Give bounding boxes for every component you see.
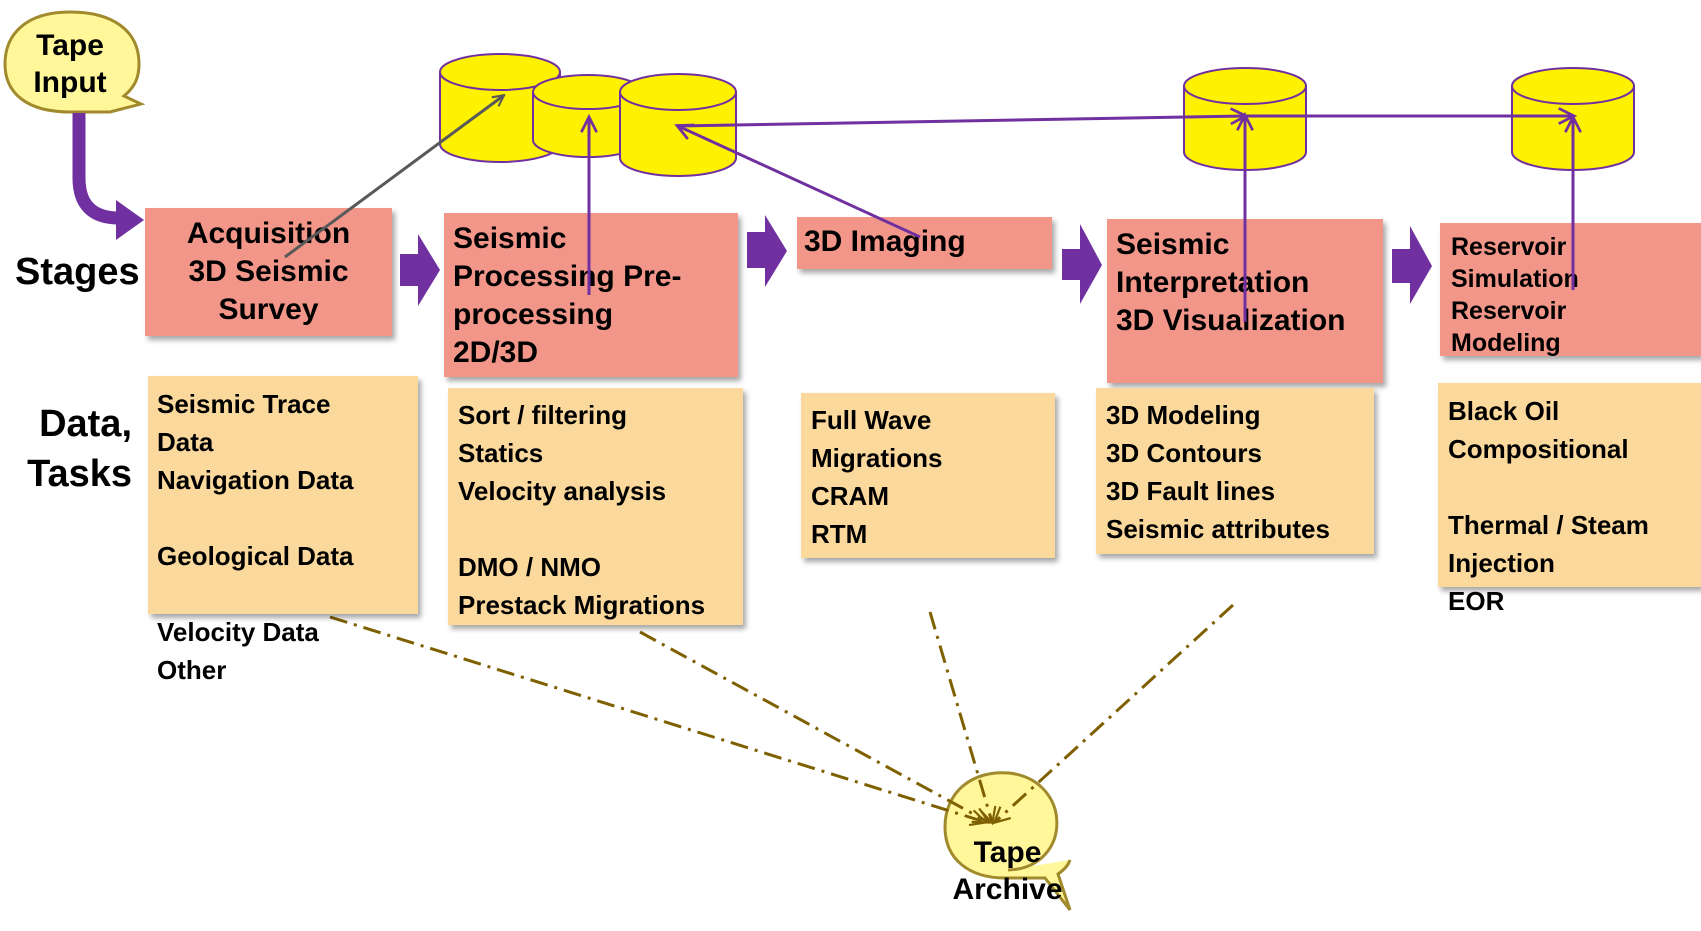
task-box-processing: Sort / filtering Statics Velocity analys… (448, 388, 743, 625)
stage-box-reservoir: Reservoir Simulation Reservoir Modeling (1440, 223, 1701, 357)
database-cylinder-5 (1511, 67, 1635, 171)
flow-arrow-4 (1392, 226, 1432, 304)
task-box-acquisition (148, 376, 418, 614)
archive-link-processing (639, 630, 992, 824)
stage-box-interpretation: Seismic Interpretation 3D Visualization (1107, 219, 1383, 383)
task-list-acquisition: Seismic Trace Data Navigation Data Geolo… (157, 389, 354, 685)
task-list-imaging: Full Wave Migrations CRAM RTM (811, 405, 943, 549)
stages-row-label: Stages (15, 251, 140, 293)
task-list-interpretation: 3D Modeling 3D Contours 3D Fault lines S… (1106, 400, 1330, 544)
database-cylinders (439, 53, 1635, 177)
stage-label-acquisition: Acquisition 3D Seismic Survey (186, 217, 351, 326)
task-list-reservoir: Black Oil Compositional Thermal / Steam … (1448, 396, 1649, 616)
tape-input-bubble (3, 10, 146, 114)
archive-link-acquisition (329, 615, 989, 827)
tape-input-arrow (72, 113, 144, 240)
task-box-reservoir (1438, 383, 1701, 587)
database-cylinder-4 (1183, 67, 1307, 171)
stage-label-imaging: 3D Imaging (804, 225, 966, 258)
archive-link-imaging (928, 611, 997, 826)
data-tasks-row-label: Data, Tasks (27, 403, 132, 495)
task-box-interpretation: 3D Modeling 3D Contours 3D Fault lines S… (1096, 388, 1374, 554)
database-cylinder-3 (619, 73, 737, 177)
stage-box-acquisition: Acquisition 3D Seismic Survey (145, 208, 392, 336)
stage-box-imaging: 3D Imaging (797, 217, 1052, 269)
archive-links (329, 603, 1235, 827)
stage-label-reservoir: Reservoir Simulation Reservoir Modeling (1451, 233, 1579, 357)
task-list-processing: Sort / filtering Statics Velocity analys… (458, 400, 706, 620)
tape-archive-bubble (943, 771, 1072, 911)
flow-arrow-1 (400, 234, 440, 306)
tape-input-label: Tape Input (33, 29, 107, 99)
flow-arrow-2 (747, 215, 787, 287)
flow-arrow-3 (1062, 224, 1102, 304)
stage-label-processing: Seismic Processing Pre- processing 2D/3D (453, 222, 682, 369)
stage-label-interpretation: Seismic Interpretation 3D Visualization (1116, 228, 1346, 337)
task-box-imaging: Full Wave Migrations CRAM RTM (801, 393, 1055, 558)
tape-archive-label: Tape Archive (952, 836, 1063, 906)
stage-box-processing: Seismic Processing Pre- processing 2D/3D (444, 213, 738, 377)
